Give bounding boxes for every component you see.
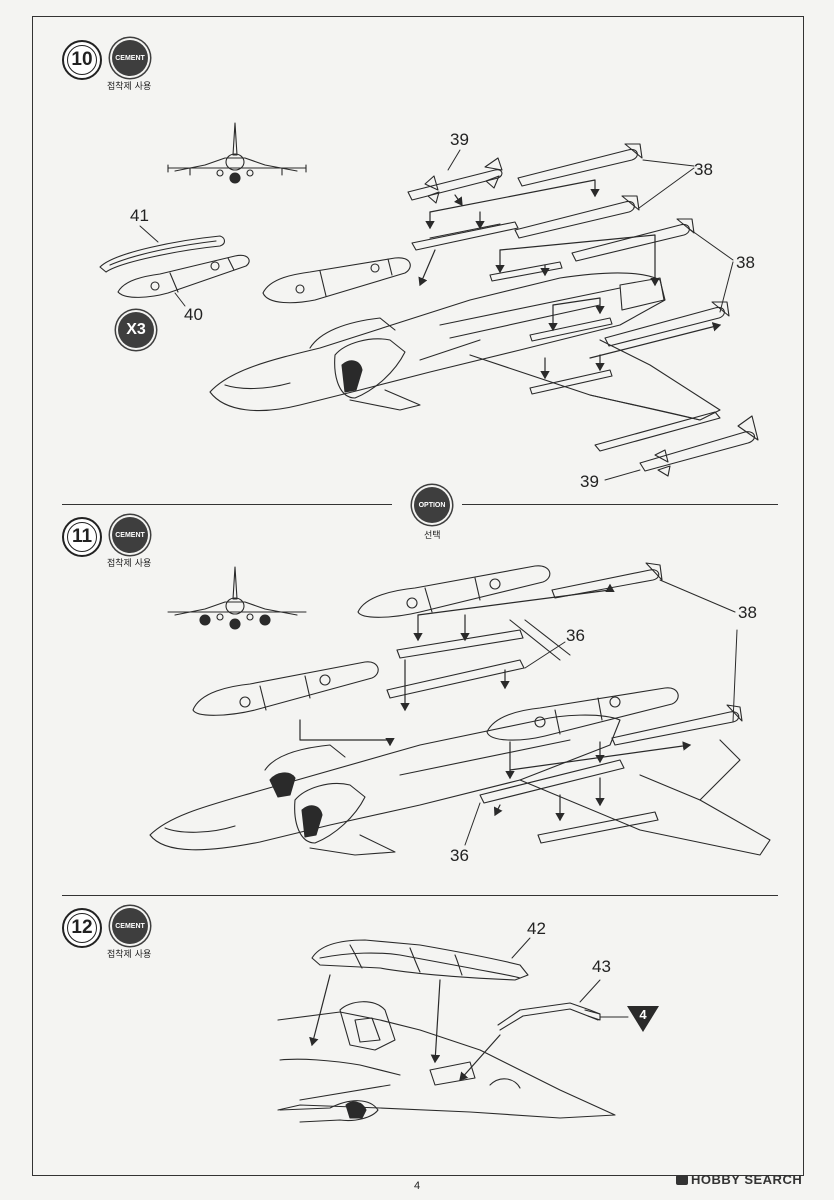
- option-note: 선택: [424, 531, 441, 541]
- callout-36-upper: 36: [566, 626, 585, 645]
- step11-fuel-tanks: [193, 566, 678, 740]
- step11-leader-lines: [465, 580, 737, 845]
- step10-aircraft: [210, 273, 720, 420]
- step-11-number: 11: [62, 517, 102, 557]
- quantity-x3-badge: X3: [118, 312, 154, 348]
- step-11-cement-note: 접착제 사용: [107, 559, 152, 569]
- step12-aircraft: [278, 1002, 615, 1122]
- step-reference-triangle-icon: [627, 1006, 659, 1032]
- step10-tank-mounted: [263, 258, 410, 303]
- step11-arrows: [300, 583, 692, 822]
- step12-arrows: [309, 975, 500, 1081]
- step-10-cement-badge: CEMENT: [112, 40, 148, 76]
- step10-arrows: [418, 180, 722, 380]
- callout-38-right: 38: [736, 253, 755, 272]
- callout-39-top: 39: [450, 130, 469, 149]
- section-divider-step12: [62, 895, 778, 896]
- watermark-camera-icon: [676, 1175, 688, 1185]
- part-43-refuel-probe: [498, 1003, 600, 1030]
- step-11-cement-badge: CEMENT: [112, 517, 148, 553]
- step-10-cement-note: 접착제 사용: [107, 82, 152, 92]
- part-41-pylon: [100, 236, 225, 272]
- callout-36-lower: 36: [450, 846, 469, 865]
- callout-41: 41: [130, 206, 149, 225]
- page-frame: [32, 16, 804, 1176]
- step10-rail-upper: [412, 222, 518, 250]
- section-divider-left: [62, 504, 392, 505]
- part-38-missiles-right: [515, 144, 729, 346]
- step10-front-view-diagram: [168, 123, 306, 183]
- callout-38-top: 38: [694, 160, 713, 179]
- step11-front-view-diagram: [168, 567, 306, 629]
- callout-40: 40: [184, 305, 203, 324]
- step-10-number: 10: [62, 40, 102, 80]
- callout-38-step11: 38: [738, 603, 757, 622]
- callout-43: 43: [592, 957, 611, 976]
- step-12-cement-note: 접착제 사용: [107, 950, 152, 960]
- step10-rails-lower: [490, 262, 612, 394]
- option-badge: OPTION: [414, 487, 450, 523]
- part-40-fuel-tank: [118, 255, 249, 297]
- step10-leader-lines: [140, 150, 733, 480]
- part-42-canopy: [312, 940, 528, 980]
- callout-39-bottom: 39: [580, 472, 599, 491]
- step-reference-number: 4: [639, 1007, 647, 1022]
- callout-42: 42: [527, 919, 546, 938]
- step11-aircraft: [150, 620, 770, 855]
- part-39-missile-top: [408, 158, 502, 203]
- step-12-number: 12: [62, 908, 102, 948]
- step-12-cement-badge: CEMENT: [112, 908, 148, 944]
- page-number: 4: [414, 1180, 421, 1192]
- section-divider-right: [462, 504, 778, 505]
- watermark: HOBBY SEARCH: [676, 1172, 802, 1187]
- step11-missiles-38: [552, 563, 742, 745]
- step12-leader-lines: [512, 938, 628, 1017]
- part-39-missile-bottom: [595, 412, 758, 476]
